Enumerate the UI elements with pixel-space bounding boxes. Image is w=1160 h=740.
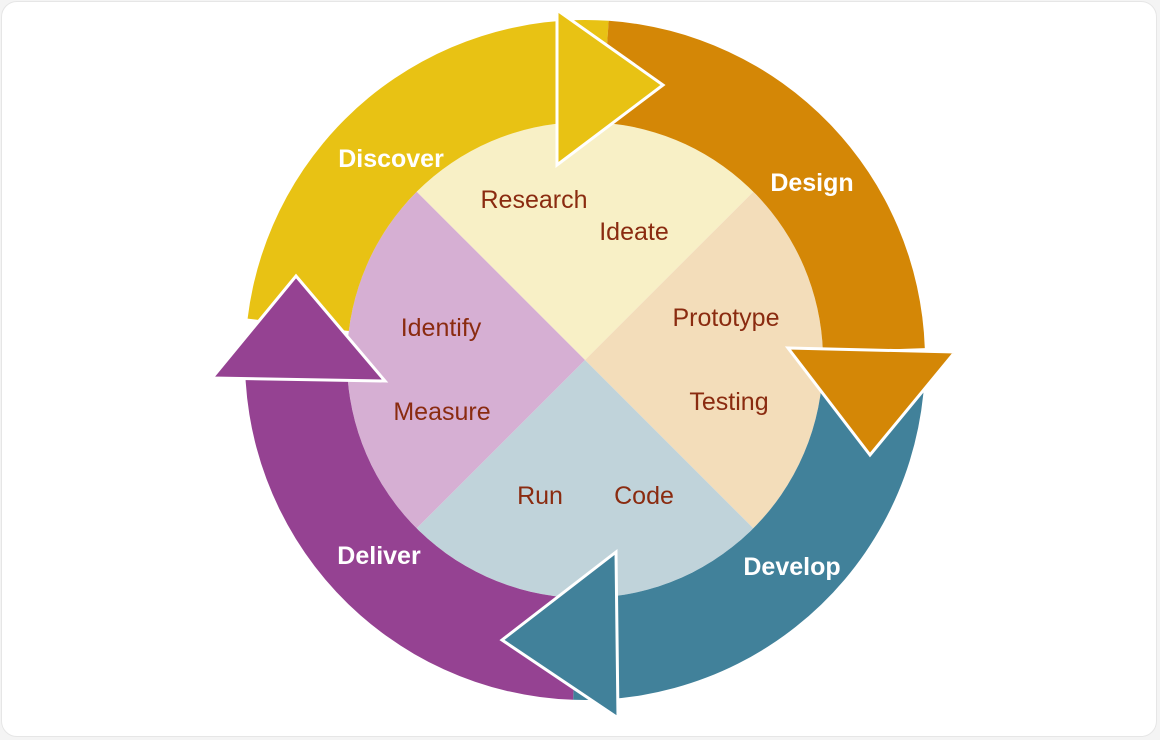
- phase-labels: Discover Design Develop Deliver: [337, 145, 853, 581]
- arc-design: [601, 20, 925, 352]
- arc-develop: [573, 360, 925, 701]
- step-label-identify: Identify: [401, 314, 482, 342]
- quadrant-design-develop: [585, 191, 824, 529]
- phase-label-deliver: Deliver: [337, 542, 421, 570]
- step-labels: Research Ideate Prototype Testing Run Co…: [393, 186, 779, 510]
- phase-label-develop: Develop: [743, 553, 840, 581]
- phase-label-discover: Discover: [338, 145, 444, 173]
- outer-ring: [244, 19, 925, 701]
- step-label-research: Research: [481, 186, 588, 214]
- arrowhead-develop: [499, 548, 620, 721]
- quadrant-deliver-discover: [346, 191, 585, 529]
- inner-circle: [346, 121, 824, 599]
- step-label-ideate: Ideate: [599, 218, 669, 246]
- arc-deliver: [244, 348, 577, 700]
- step-label-code: Code: [614, 482, 674, 510]
- step-label-measure: Measure: [393, 398, 490, 426]
- arc-discover: [247, 19, 609, 332]
- arrowhead-discover: [555, 7, 666, 169]
- arrowhead-design: [784, 346, 959, 458]
- arrowheads: [208, 7, 959, 721]
- arrowhead-deliver: [208, 273, 389, 383]
- step-label-prototype: Prototype: [672, 304, 779, 332]
- quadrant-develop-deliver: [416, 360, 754, 599]
- phase-label-design: Design: [770, 169, 853, 197]
- step-label-run: Run: [517, 482, 563, 510]
- step-label-testing: Testing: [689, 388, 768, 416]
- quadrant-discover-design: [416, 121, 754, 361]
